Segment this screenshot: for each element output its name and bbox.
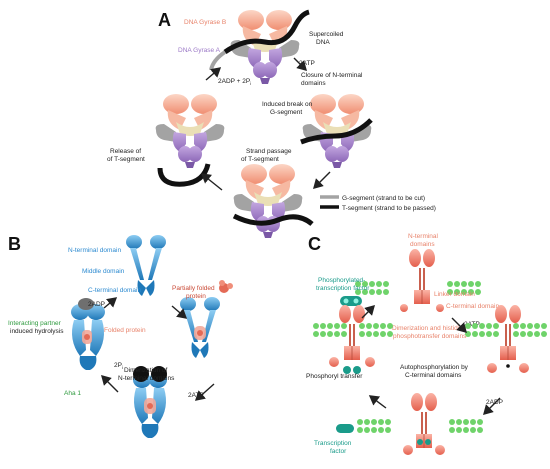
- gyrase-complex-bottom: [232, 164, 314, 238]
- hsp90-bottom: [133, 366, 167, 438]
- arrow-a-4: [205, 67, 222, 81]
- b-dimer-label-2: N-terminal domains: [118, 375, 175, 382]
- b-partial-label-2: protein: [186, 293, 206, 300]
- b-partner-label-1: Interacting partner: [8, 320, 62, 327]
- c-transfer-label: Phosphoryl transfer: [306, 373, 363, 380]
- c-atp-label: 2ATP: [464, 321, 480, 328]
- transcription-factor: [336, 424, 354, 433]
- hk-right: [465, 304, 547, 373]
- supercoiled-label-2: DNA: [316, 39, 330, 46]
- b-cterm-label: C-terminal domain: [88, 287, 141, 294]
- panel-a-letter: A: [158, 10, 171, 30]
- c-cterm-label: C-terminal domain: [446, 303, 499, 310]
- strand-label-2: of T-segment: [241, 156, 279, 163]
- arrow-b-2: [194, 383, 215, 401]
- partially-folded-protein: [219, 280, 233, 293]
- arrow-c-3: [368, 395, 387, 409]
- strand-label-1: Strand passage: [246, 148, 292, 155]
- arrow-b-1: [171, 305, 188, 319]
- closure-label-1: Closure of N-terminal: [301, 72, 363, 79]
- c-dimer-label-2: phosphotransfer domains: [393, 333, 467, 340]
- b-folded-label: Folded protein: [104, 327, 146, 334]
- release-label-2: of T-segment: [107, 156, 145, 163]
- panel-b-letter: B: [8, 234, 21, 254]
- arrow-c-2: [483, 397, 501, 415]
- c-tf-label-1: Transcription: [314, 440, 352, 447]
- c-nterm-label-1: N-terminal: [408, 233, 439, 240]
- induced-label-2: G-segment: [270, 109, 302, 116]
- arrow-a-2: [313, 171, 331, 189]
- c-auto-label-2: C-terminal domains: [405, 372, 462, 379]
- b-adp-label: 2ADP: [88, 301, 105, 308]
- supercoiled-label-1: Supercoiled: [309, 31, 344, 38]
- hsp90-right: [180, 297, 220, 358]
- arrow-a-1: [293, 57, 307, 71]
- hk-left: [313, 304, 393, 374]
- c-phos-label-2: transcription factor: [316, 285, 370, 292]
- c-dimer-label-1: Dimerization and histidine: [392, 325, 467, 332]
- b-nterm-label: N-terminal domain: [68, 247, 121, 254]
- hsp90-partner-left: [71, 298, 105, 370]
- legend-g-label: G-segment (strand to be cut): [342, 195, 425, 202]
- arrow-c-4: [361, 305, 375, 319]
- arrow-a-3: [200, 173, 223, 191]
- arrow-b-4: [103, 297, 118, 309]
- legend-t-label: T-segment (strand to be passed): [342, 205, 436, 212]
- gyrase-b-label: DNA Gyrase B: [184, 19, 226, 26]
- b-middle-label: Middle domain: [82, 268, 125, 275]
- hk-bottom: [357, 392, 483, 455]
- adp-label-a: 2ADP + 2Pi: [218, 78, 251, 86]
- panel-c-letter: C: [308, 234, 321, 254]
- panel-b: B N-terminal domain Middle domain C-term…: [8, 234, 233, 438]
- b-aha-label: Aha 1: [64, 390, 81, 397]
- phosphorylated-tf: [340, 296, 362, 306]
- b-partial-label-1: Partially folded: [172, 285, 215, 292]
- b-partner-label-2: induced hydrolysis: [10, 328, 64, 335]
- panel-a: A DNA Gyrase B DNA Gyrase A Supercoiled …: [107, 9, 436, 238]
- arrow-b-3: [101, 375, 119, 393]
- panel-c: C N-terminal domains Linker domain C-ter…: [306, 233, 547, 455]
- c-linker-label: Linker domain: [434, 291, 475, 298]
- c-adp-label: 2ADP: [486, 399, 503, 406]
- closure-label-2: domains: [301, 80, 326, 87]
- gyrase-complex-left: [155, 94, 225, 187]
- gyrase-a-label: DNA Gyrase A: [178, 47, 221, 54]
- induced-label-1: Induced break on: [262, 101, 313, 108]
- b-dimer-label-1: Dimerization of: [124, 367, 168, 374]
- c-tf-label-2: factor: [330, 448, 347, 455]
- b-pi-label: 2Pi: [114, 362, 123, 370]
- release-label-1: Release of: [110, 148, 141, 155]
- c-nterm-label-2: domains: [410, 241, 435, 248]
- gyrase-complex-right: [300, 94, 373, 168]
- arrow-c-1: [451, 317, 467, 333]
- c-phos-label-1: Phosphorylated-: [318, 277, 365, 284]
- c-auto-label-1: Autophosphorylation by: [400, 364, 469, 371]
